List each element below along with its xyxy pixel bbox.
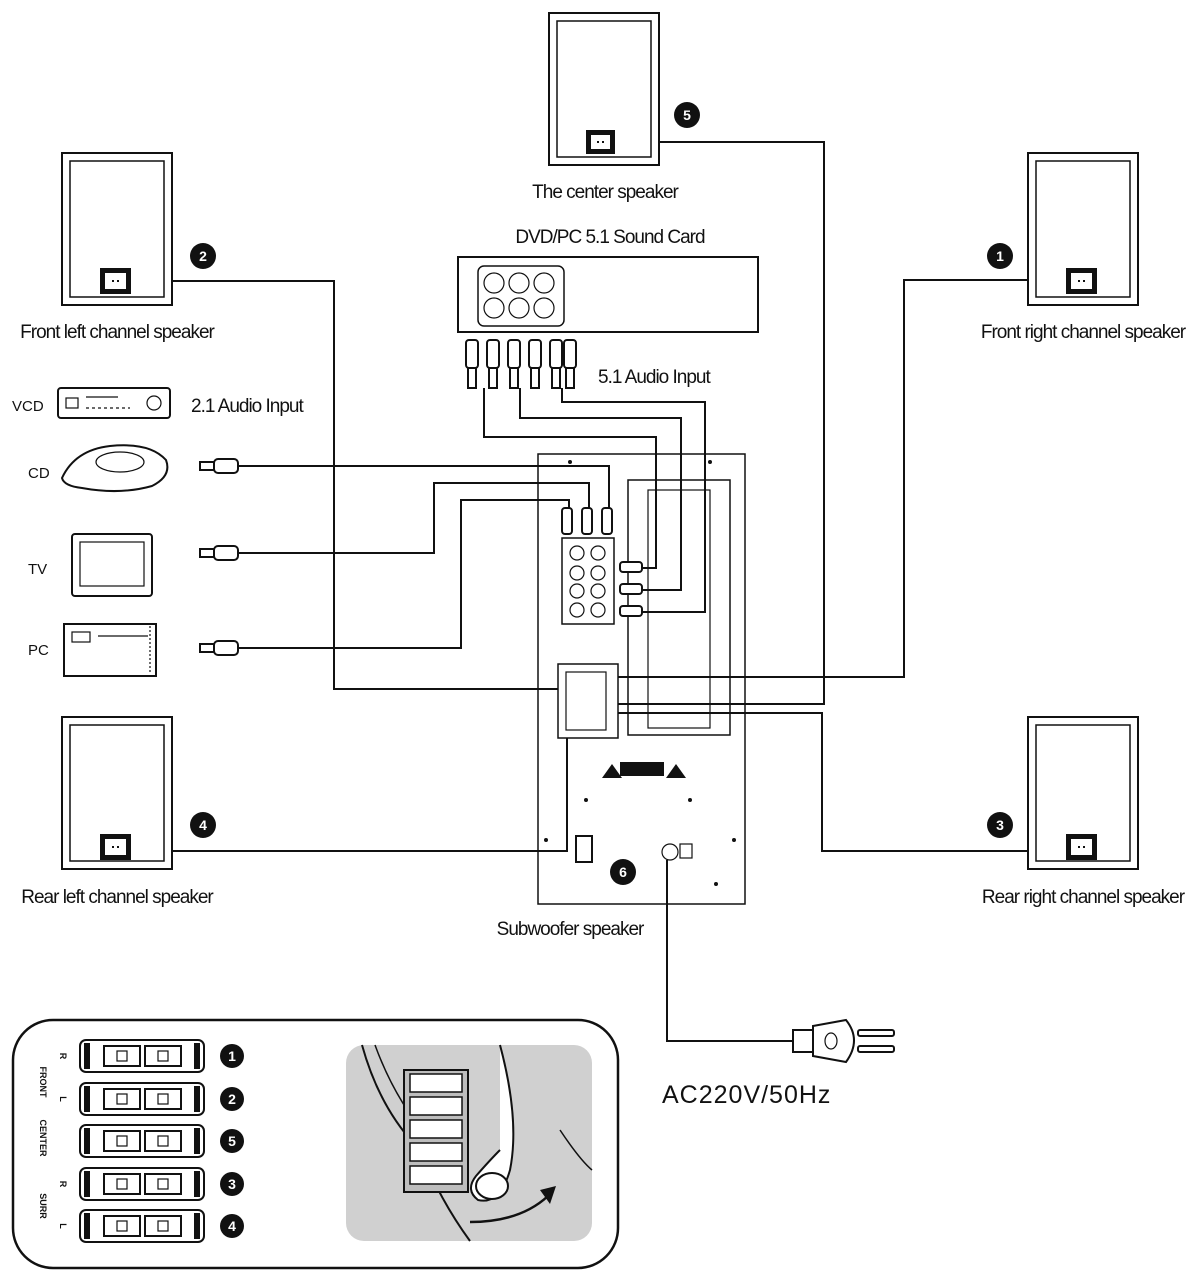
wire-power: [666, 860, 793, 1042]
badge-center: 5: [674, 102, 700, 128]
center-speaker: [548, 12, 660, 166]
pc-label: PC: [28, 642, 49, 659]
svg-text:6: 6: [619, 864, 627, 880]
cd-player-icon: [60, 444, 169, 493]
legend-terminal-row: 2: [79, 1082, 244, 1116]
legend-terminal-row: 4: [79, 1209, 244, 1243]
badge-front-left: 2: [190, 243, 216, 269]
wire-insertion-illustration: [346, 1044, 593, 1242]
svg-text:2: 2: [228, 1091, 236, 1107]
svg-text:3: 3: [996, 817, 1004, 833]
legend-terminal-row: 1: [79, 1039, 244, 1073]
vcd-label: VCD: [12, 398, 44, 415]
svg-text:L: L: [58, 1223, 68, 1229]
svg-text:L: L: [58, 1096, 68, 1102]
wire-rear-right: [612, 712, 1082, 852]
legend-group-center: CENTER: [38, 1119, 48, 1157]
cd-label: CD: [28, 465, 50, 482]
wire-center: [610, 141, 825, 705]
rear-right-speaker: [1027, 716, 1139, 870]
svg-text:5: 5: [228, 1133, 236, 1149]
terminal-legend: FRONT CENTER SURR R L R L 1 2: [11, 1018, 620, 1270]
legend-group-front: FRONT: [38, 1067, 48, 1098]
svg-text:4: 4: [199, 817, 207, 833]
vcd-player-icon: [57, 387, 171, 419]
badge-rear-right: 3: [987, 812, 1013, 838]
tv-label: TV: [28, 561, 47, 578]
legend-group-surr: SURR: [38, 1193, 48, 1219]
svg-text:1: 1: [228, 1048, 236, 1064]
svg-text:3: 3: [228, 1176, 236, 1192]
rear-right-speaker-label: Rear right channel speaker: [982, 887, 1186, 908]
badge-subwoofer: 6: [610, 859, 636, 885]
legend-terminal-row: 3: [79, 1167, 244, 1201]
wire-rear-left: [130, 720, 568, 852]
badge-front-right: 1: [987, 243, 1013, 269]
wire-front-right: [612, 279, 1082, 678]
subwoofer-panel: [537, 453, 746, 905]
subwoofer-label: Subwoofer speaker: [497, 919, 645, 940]
audio-input-2-1-label: 2.1 Audio Input: [191, 396, 304, 417]
wire-front-left: [130, 280, 562, 690]
svg-text:1: 1: [996, 248, 1004, 264]
power-label: AC220V/50Hz: [662, 1081, 831, 1109]
front-left-speaker: [61, 152, 173, 306]
svg-text:R: R: [58, 1053, 68, 1060]
legend-terminal-row: 5: [79, 1124, 244, 1158]
front-right-speaker-label: Front right channel speaker: [981, 322, 1187, 343]
svg-text:4: 4: [228, 1218, 236, 1234]
sound-card: [457, 256, 759, 333]
rear-left-speaker-label: Rear left channel speaker: [21, 887, 214, 908]
power-plug-icon: [792, 1018, 895, 1064]
rear-left-speaker: [61, 716, 173, 870]
speaker-wires: [130, 141, 1082, 1042]
rca-plugs-5-1: [465, 339, 577, 389]
audio-wires: [238, 388, 706, 649]
front-right-speaker: [1027, 152, 1139, 306]
svg-text:2: 2: [199, 248, 207, 264]
front-left-speaker-label: Front left channel speaker: [20, 322, 215, 343]
audio-input-5-1-label: 5.1 Audio Input: [598, 367, 711, 388]
sound-card-title: DVD/PC 5.1 Sound Card: [515, 227, 705, 248]
source-plugs: [199, 458, 239, 656]
center-speaker-label: The center speaker: [532, 182, 679, 203]
tv-icon: [71, 533, 153, 597]
svg-text:5: 5: [683, 107, 691, 123]
pc-icon: [63, 623, 157, 677]
badge-rear-left: 4: [190, 812, 216, 838]
svg-text:R: R: [58, 1181, 68, 1188]
